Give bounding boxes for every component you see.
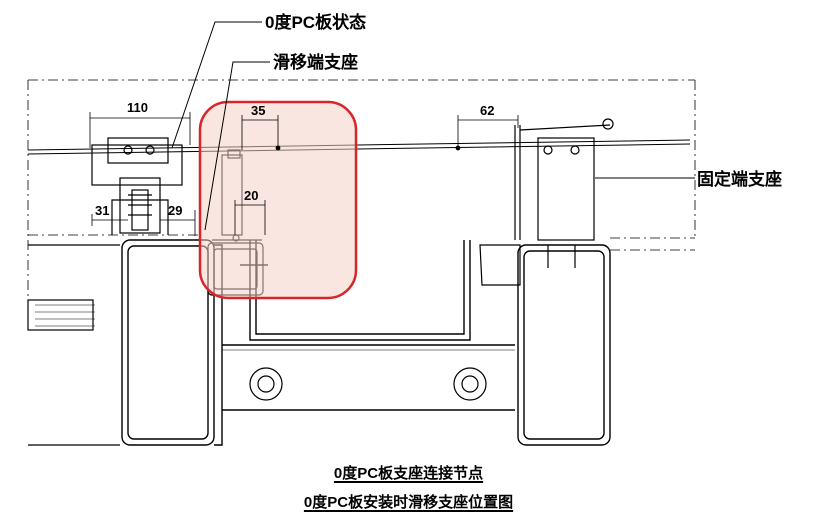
dim-29: 29 [168,203,182,218]
label-fixed-support: 固定端支座 [697,169,782,189]
caption-position-title-text: 0度PC板安装时滑移支座位置图 [303,494,514,511]
beam-holes [249,367,487,401]
right-steel-tube [517,244,695,446]
caption-node-title: 0度PC板支座连接节点 [0,462,817,483]
caption-node-title-text: 0度PC板支座连接节点 [333,465,484,482]
label-pc-state: 0度PC板状态 [265,12,366,32]
leader-lines [171,21,695,231]
label-sliding-support: 滑移端支座 [273,52,358,72]
caption-position-title: 0度PC板安装时滑移支座位置图 [0,491,817,512]
left-bracket [91,137,183,235]
fixed-support-bracket [479,118,614,286]
dimension-lines [89,112,519,236]
left-slab [27,244,120,446]
dim-20: 20 [244,188,258,203]
dim-35: 35 [251,103,265,118]
sliding-support-highlight [198,100,358,300]
dim-31: 31 [95,203,109,218]
pc-board [27,139,691,155]
dashed-outline [27,79,696,300]
dim-110: 110 [127,100,148,115]
dim-62: 62 [480,103,494,118]
